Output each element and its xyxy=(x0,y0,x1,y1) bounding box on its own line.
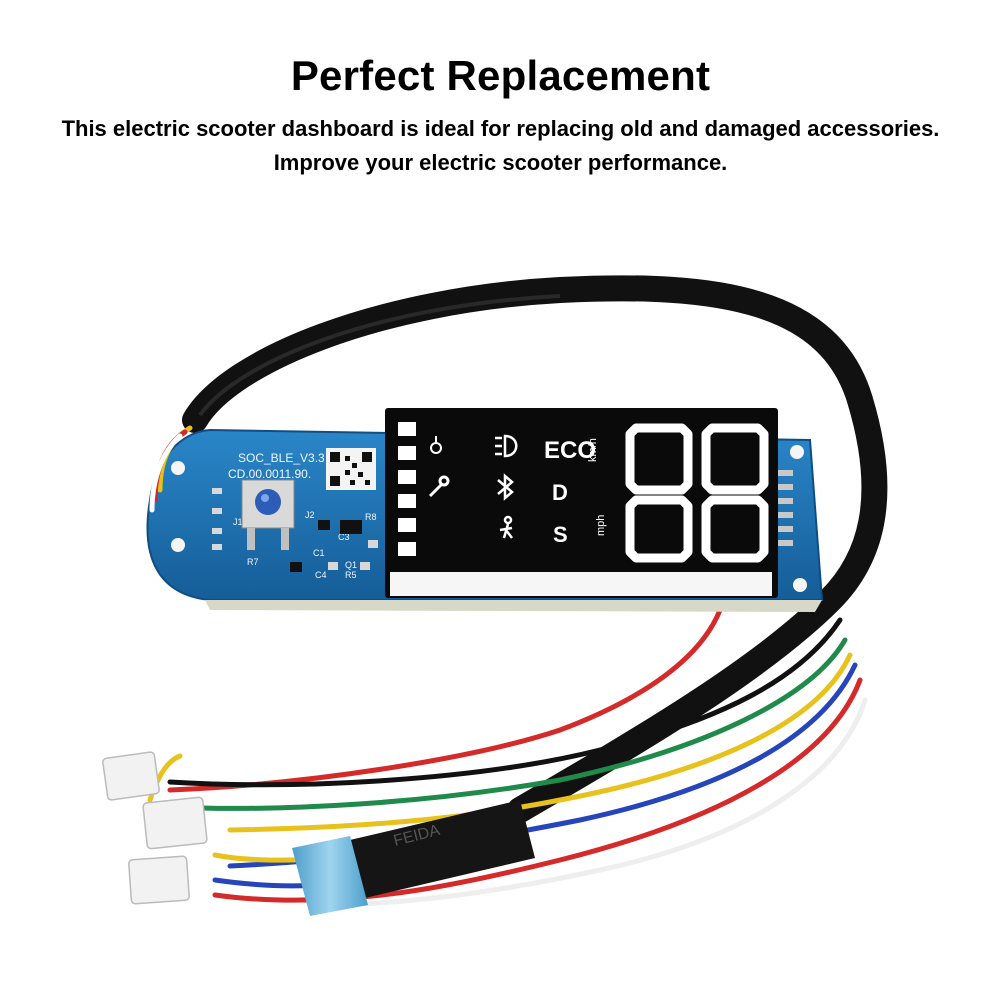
pcb-label-c1: C1 xyxy=(313,548,325,558)
connectors xyxy=(102,751,208,905)
bluetooth-icon xyxy=(497,473,514,501)
qr-code xyxy=(326,448,376,490)
pcb-label-r8: R8 xyxy=(365,512,377,522)
main-cable xyxy=(182,275,888,823)
subtitle-line-1: This electric scooter dashboard is ideal… xyxy=(61,116,940,141)
subtitle-line-2: Improve your electric scooter performanc… xyxy=(273,150,728,175)
lcd-display: ECO D S km/h mph 88 xyxy=(385,408,778,598)
pcb-label-c3: C3 xyxy=(338,532,350,542)
pcb-label-c4: C4 xyxy=(315,570,327,580)
pcb-label-q1: Q1 xyxy=(345,560,357,570)
walking-person-icon xyxy=(499,515,513,539)
unit-kmh-label: km/h xyxy=(587,438,599,462)
headlight-icon xyxy=(495,434,518,458)
pcb-label-j2: J2 xyxy=(305,510,315,520)
mode-eco-label: ECO xyxy=(544,437,596,464)
page-title: Perfect Replacement xyxy=(290,52,711,99)
thermometer-icon xyxy=(430,436,442,454)
speed-digits xyxy=(625,423,769,563)
pcb-model-text: SOC_BLE_V3.3 xyxy=(238,451,325,465)
pcb-label-r7: R7 xyxy=(247,557,259,567)
smd-components xyxy=(212,488,378,572)
board-wires xyxy=(149,425,193,513)
power-button xyxy=(241,479,295,550)
header-pins xyxy=(775,470,793,546)
battery-bars xyxy=(398,422,416,556)
mode-s-label: S xyxy=(553,522,568,547)
cable-sleeve: FEIDA xyxy=(292,800,535,916)
wrench-icon xyxy=(428,475,450,498)
pcb-code-text: CD.00.0011.90. xyxy=(228,467,311,481)
wire-bundle xyxy=(147,607,868,908)
pcb-label-r5: R5 xyxy=(345,570,357,580)
pcb-label-j1: J1 xyxy=(233,517,243,527)
unit-mph-label: mph xyxy=(595,515,607,536)
mode-d-label: D xyxy=(552,480,568,505)
